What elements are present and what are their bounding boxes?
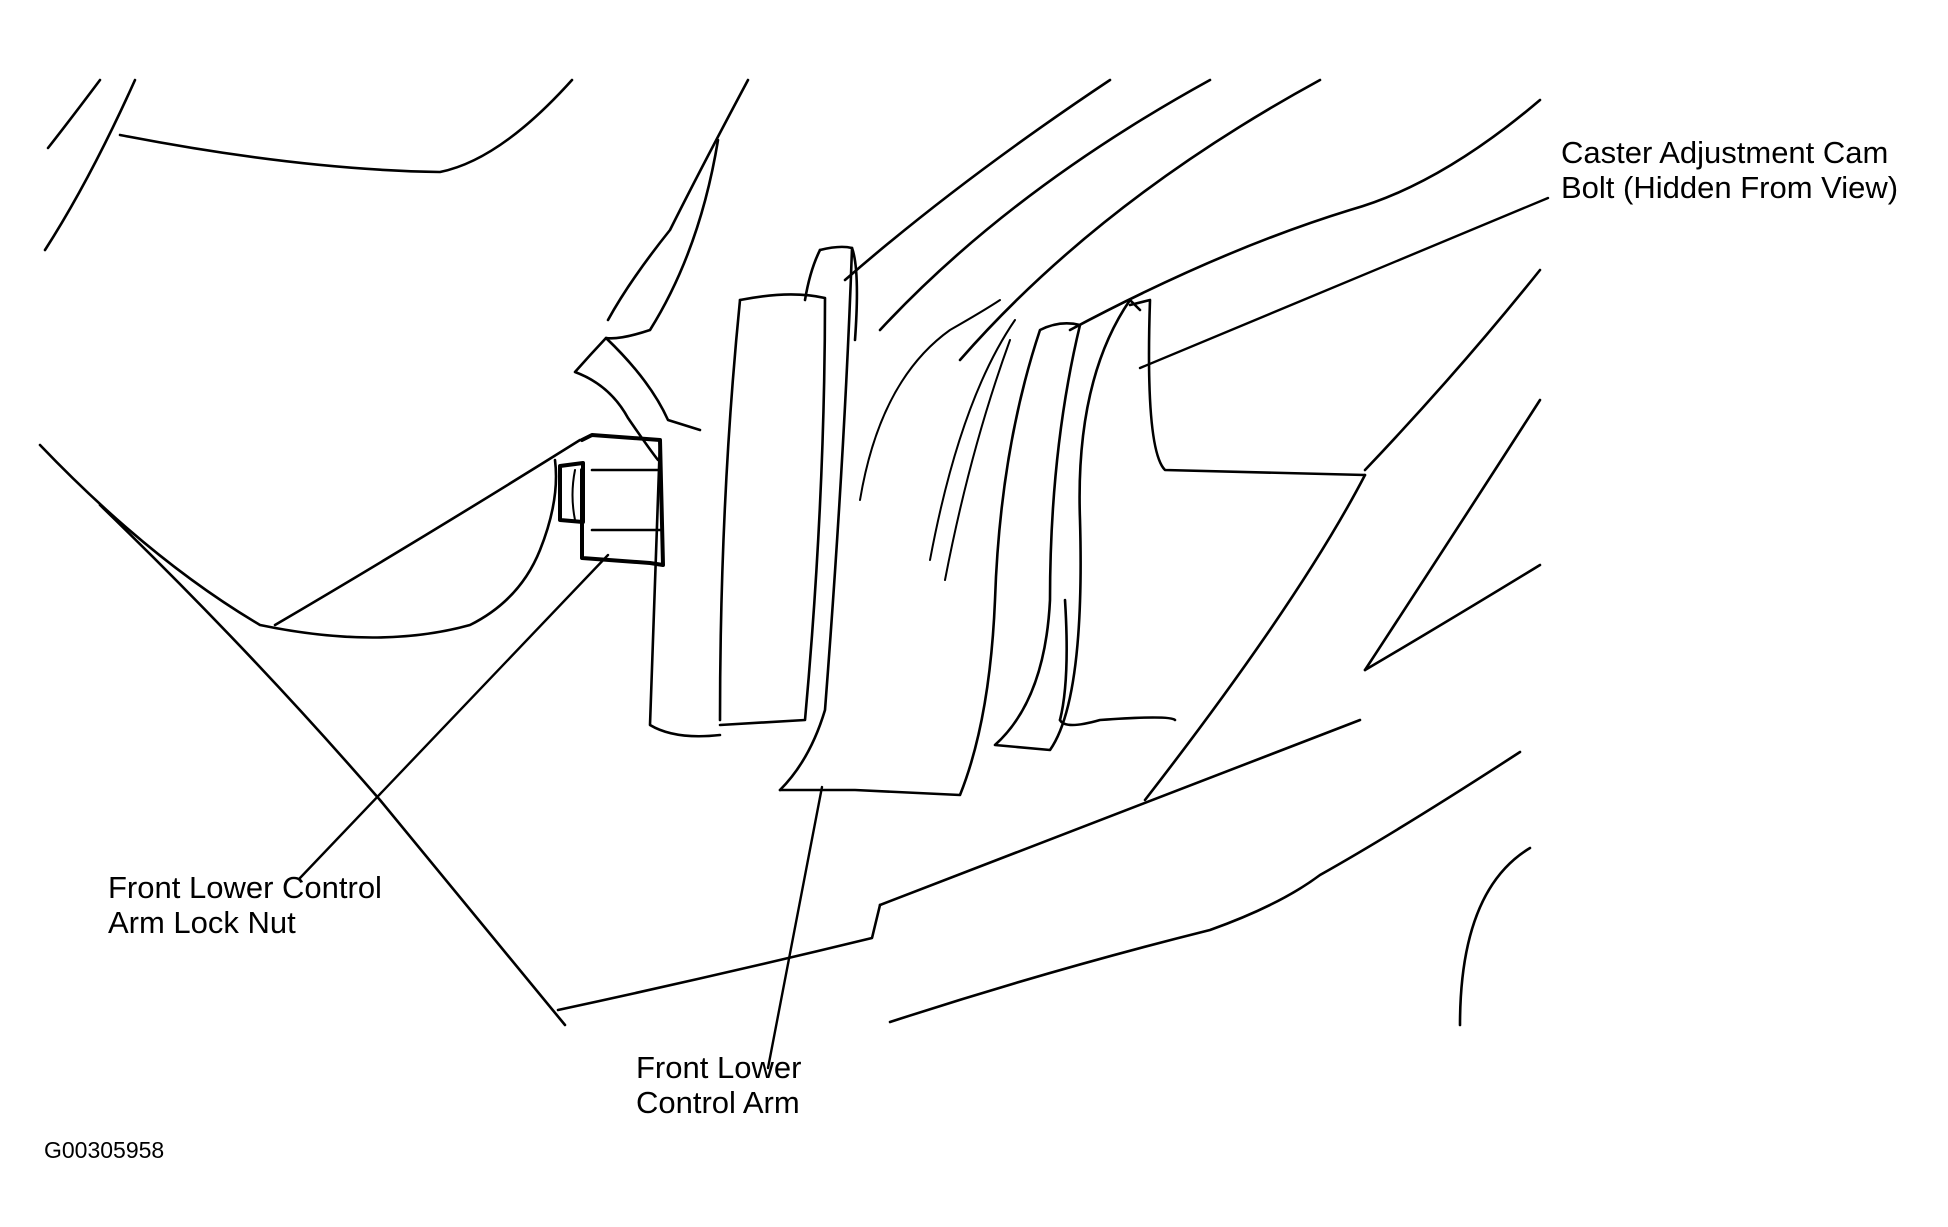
figure-id: G00305958 — [44, 1137, 164, 1163]
caster-cam-bolt-label-line1: Caster Adjustment Cam — [1561, 135, 1888, 170]
lock-nut-label-line1: Front Lower Control — [108, 870, 382, 905]
left-diagonal-lines — [38, 438, 582, 1027]
bushing-washer — [648, 245, 859, 792]
upper-right-contours — [843, 78, 1542, 802]
caster-cam-bolt-label-line2: Bolt (Hidden From View) — [1561, 170, 1898, 205]
control-arm-body — [778, 298, 1142, 797]
lock-nut — [558, 433, 665, 567]
control-arm-label-line2: Control Arm — [636, 1085, 800, 1120]
lock-nut-label-line2: Arm Lock Nut — [108, 905, 296, 940]
control-arm-label-line1: Front Lower — [636, 1050, 801, 1085]
leader-lines — [298, 196, 1550, 1070]
lower-contours — [556, 718, 1532, 1027]
frame-bracket — [573, 138, 720, 462]
upper-left-frame-contours — [43, 78, 750, 322]
